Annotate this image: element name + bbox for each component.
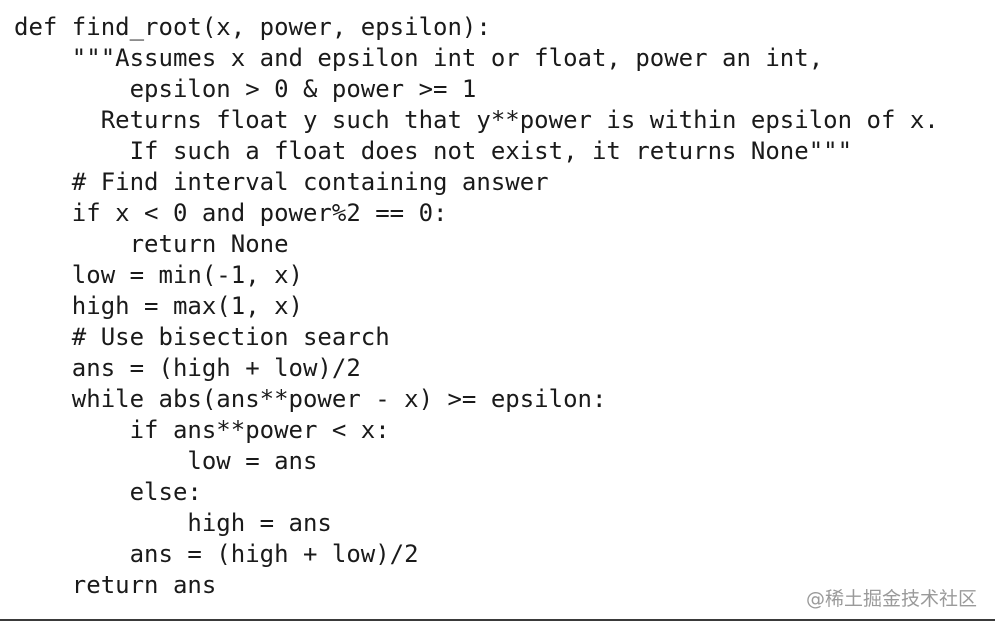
code-line-18: ans = (high + low)/2	[14, 540, 419, 568]
code-line-19: return ans	[14, 571, 217, 599]
code-line-10: high = max(1, x)	[14, 292, 303, 320]
code-line-7: if x < 0 and power%2 == 0:	[14, 199, 448, 227]
code-line-12: ans = (high + low)/2	[14, 354, 361, 382]
code-line-13: while abs(ans**power - x) >= epsilon:	[14, 385, 607, 413]
code-line-8: return None	[14, 230, 289, 258]
code-line-2: """Assumes x and epsilon int or float, p…	[14, 44, 824, 72]
code-line-5: If such a float does not exist, it retur…	[14, 137, 853, 165]
code-line-15: low = ans	[14, 447, 318, 475]
code-line-16: else:	[14, 478, 202, 506]
code-line-14: if ans**power < x:	[14, 416, 390, 444]
code-line-6: # Find interval containing answer	[14, 168, 549, 196]
watermark-label: @稀土掘金技术社区	[805, 588, 977, 610]
code-line-3: epsilon > 0 & power >= 1	[14, 75, 477, 103]
code-line-4: Returns float y such that y**power is wi…	[14, 106, 939, 134]
code-block: def find_root(x, power, epsilon): """Ass…	[14, 12, 939, 601]
code-line-17: high = ans	[14, 509, 332, 537]
code-line-9: low = min(-1, x)	[14, 261, 303, 289]
bottom-divider	[0, 619, 995, 621]
code-line-1: def find_root(x, power, epsilon):	[14, 13, 491, 41]
code-line-11: # Use bisection search	[14, 323, 390, 351]
